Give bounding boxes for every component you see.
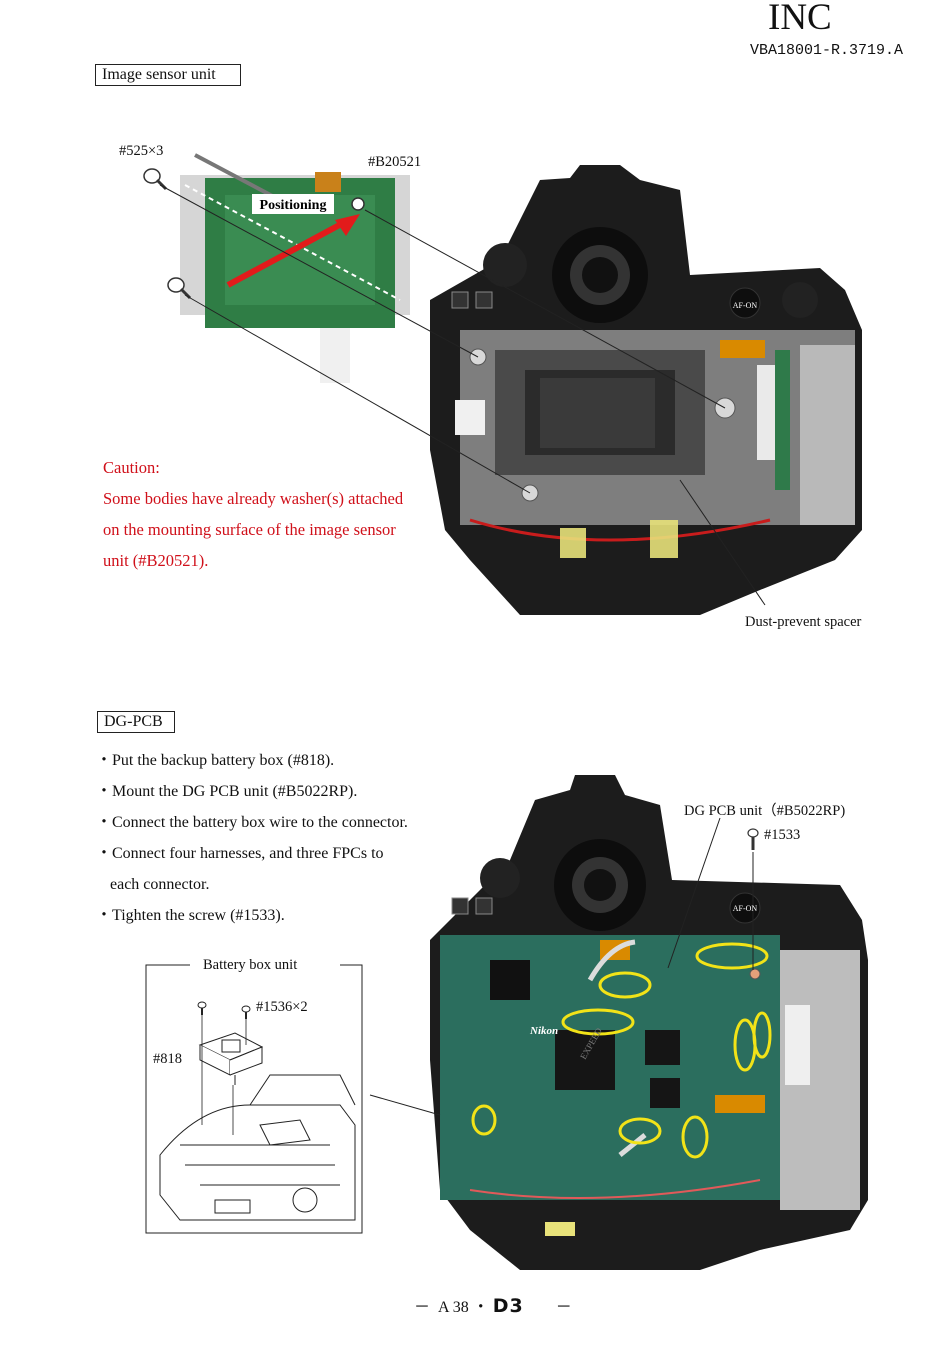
- battery-box-icon: [198, 1032, 264, 1085]
- caution-line: on the mounting surface of the image sen…: [103, 520, 396, 539]
- chip: [645, 1030, 680, 1065]
- caution-title: Caution:: [103, 458, 160, 477]
- page-number: A 38: [438, 1299, 469, 1316]
- screw-1533-label: #1533: [764, 827, 801, 843]
- screw-icon: [197, 1001, 207, 1015]
- section-title-dg-pcb: DG-PCB: [97, 711, 175, 733]
- pcb-brand-text: Nikon: [529, 1025, 558, 1037]
- battery-box-title: Battery box unit: [203, 957, 298, 973]
- screw-label-525: #525×3: [119, 143, 164, 159]
- chip: [490, 960, 530, 1000]
- dg-pcb-unit-label: DG PCB unit（#B5022RP): [684, 803, 846, 819]
- battery-box-inset: [145, 957, 363, 1234]
- step-item: ・Connect four harnesses, and three FPCs …: [96, 845, 384, 862]
- connector-highlights: [471, 942, 772, 1159]
- dg-pcb-figure: Nikon EXPEED AF-ON: [369, 775, 868, 1270]
- footer-dash: －: [414, 1299, 431, 1316]
- dust-prevent-spacer-label: Dust-prevent spacer: [745, 614, 862, 630]
- document-code: VBA18001-R.3719.A: [750, 42, 904, 59]
- battery-part-label: #818: [153, 1051, 182, 1067]
- battery-screw-label: #1536×2: [256, 999, 308, 1015]
- model-name: D3: [492, 1295, 524, 1317]
- caution-block: Caution: Some bodies have already washer…: [103, 452, 443, 576]
- part-label-b20521: #B20521: [368, 154, 422, 170]
- chip: [650, 1078, 680, 1108]
- af-on-label: AF-ON: [733, 904, 758, 913]
- camera-body-top: [430, 165, 862, 615]
- step-item: ・Put the backup battery box (#818).: [96, 752, 335, 769]
- step-item: ・Tighten the screw (#1533).: [96, 907, 285, 924]
- screw-icon: [241, 1005, 251, 1019]
- step-item: ・Mount the DG PCB unit (#B5022RP).: [96, 783, 358, 800]
- brand-title: INC: [768, 0, 832, 38]
- section-title-image-sensor: Image sensor unit: [95, 64, 241, 86]
- page-footer: － A 38 ・ D3 －: [414, 1293, 572, 1317]
- expeed-chip: [555, 1030, 615, 1090]
- caution-line: unit (#B20521).: [103, 551, 209, 570]
- pcb-screw-hole: [749, 968, 761, 980]
- footer-dash: －: [555, 1299, 572, 1316]
- step-item: each connector.: [110, 876, 210, 893]
- camera-chassis-drawing: [159, 1074, 356, 1221]
- screw-icon: [747, 828, 759, 850]
- step-list: ・Put the backup battery box (#818). ・Mou…: [96, 745, 456, 931]
- af-on-label: AF-ON: [733, 301, 758, 310]
- caution-line: Some bodies have already washer(s) attac…: [103, 489, 404, 508]
- image-sensor-figure: AF-ON Positioning: [143, 153, 862, 615]
- screw-icon: [351, 197, 365, 211]
- step-item: ・Connect the battery box wire to the con…: [96, 814, 408, 831]
- footer-dot: ・: [472, 1299, 489, 1316]
- positioning-label: Positioning: [260, 198, 327, 213]
- sensor-board: [180, 153, 410, 383]
